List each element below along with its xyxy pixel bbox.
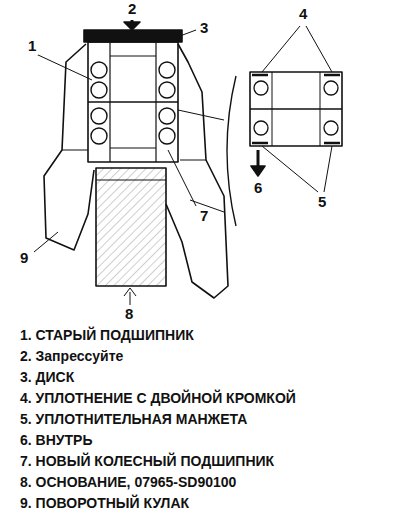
legend-item: 2. Запрессуйте — [20, 349, 123, 364]
callout-number: 4 — [297, 6, 309, 23]
callout-number: 1 — [26, 38, 38, 55]
base-tool — [96, 168, 166, 286]
knuckle-outline — [166, 44, 228, 298]
callout-number: 7 — [198, 208, 210, 225]
legend-item: 6. ВНУТРЬ — [20, 433, 92, 448]
legend-item: 5. УПЛОТНИТЕЛЬНАЯ МАНЖЕТА — [20, 412, 247, 427]
knuckle-outline — [44, 44, 94, 250]
bearing-balls — [91, 62, 175, 144]
legend-item: 7. НОВЫЙ КОЛЕСНЫЙ ПОДШИПНИК — [20, 454, 274, 469]
callout-number: 3 — [198, 20, 210, 37]
disc-plate — [84, 30, 182, 42]
bearing-outer — [88, 42, 178, 162]
legend-item: 3. ДИСК — [20, 370, 74, 385]
legend-item: 9. ПОВОРОТНЫЙ КУЛАК — [20, 496, 189, 511]
callout-number: 6 — [252, 180, 264, 197]
legend-item: 4. УПЛОТНЕНИЕ С ДВОЙНОЙ КРОМКОЙ — [20, 391, 296, 406]
callout-number: 8 — [123, 306, 135, 323]
legend-item: 8. ОСНОВАНИЕ, 07965-SD90100 — [20, 475, 236, 490]
callout-number: 2 — [126, 1, 138, 18]
callout-number: 9 — [18, 250, 30, 267]
inset-bracket — [227, 76, 236, 226]
callout-number: 5 — [316, 194, 328, 211]
legend-item: 1. СТАРЫЙ ПОДШИПНИК — [20, 328, 194, 343]
inset-bearing — [250, 72, 342, 146]
